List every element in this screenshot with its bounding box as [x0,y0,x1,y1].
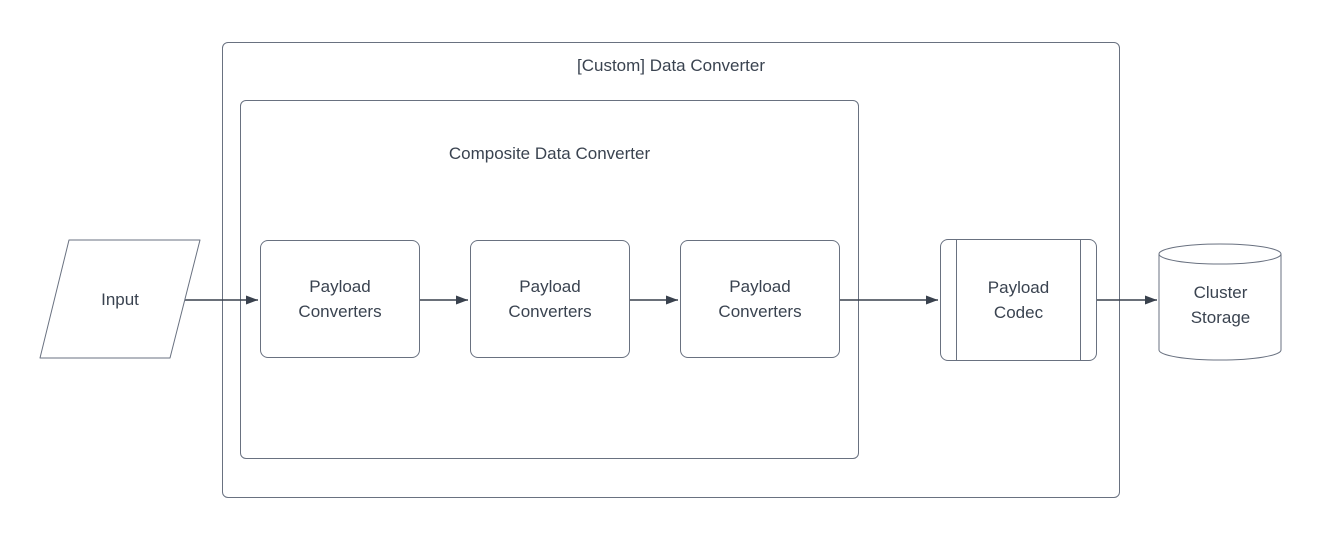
node-input-label: Input [101,289,139,309]
node-cluster-storage-label: Cluster Storage [1190,282,1251,327]
group-composite-data-converter-title: Composite Data Converter [448,144,651,163]
input-shape [39,239,201,359]
node-payload-converters-3-label: Payload Converters [718,277,802,321]
group-composite-data-converter: Composite Data Converter [240,100,859,459]
group-custom-data-converter: [Custom] Data Converter [222,42,1120,498]
node-payload-converters-2: Payload Converters [470,240,630,358]
cluster-storage-shape [1158,243,1282,361]
codec-right-bar [1080,240,1081,360]
node-payload-converters-3: Payload Converters [680,240,840,358]
node-payload-codec: Payload Codec [940,239,1097,361]
node-payload-codec-label: Payload Codec [987,278,1050,322]
node-payload-converters-1-label: Payload Converters [298,277,382,321]
node-payload-converters-1: Payload Converters [260,240,420,358]
group-custom-data-converter-title: [Custom] Data Converter [576,56,765,75]
codec-left-bar [956,240,957,360]
node-payload-converters-2-label: Payload Converters [508,277,592,321]
